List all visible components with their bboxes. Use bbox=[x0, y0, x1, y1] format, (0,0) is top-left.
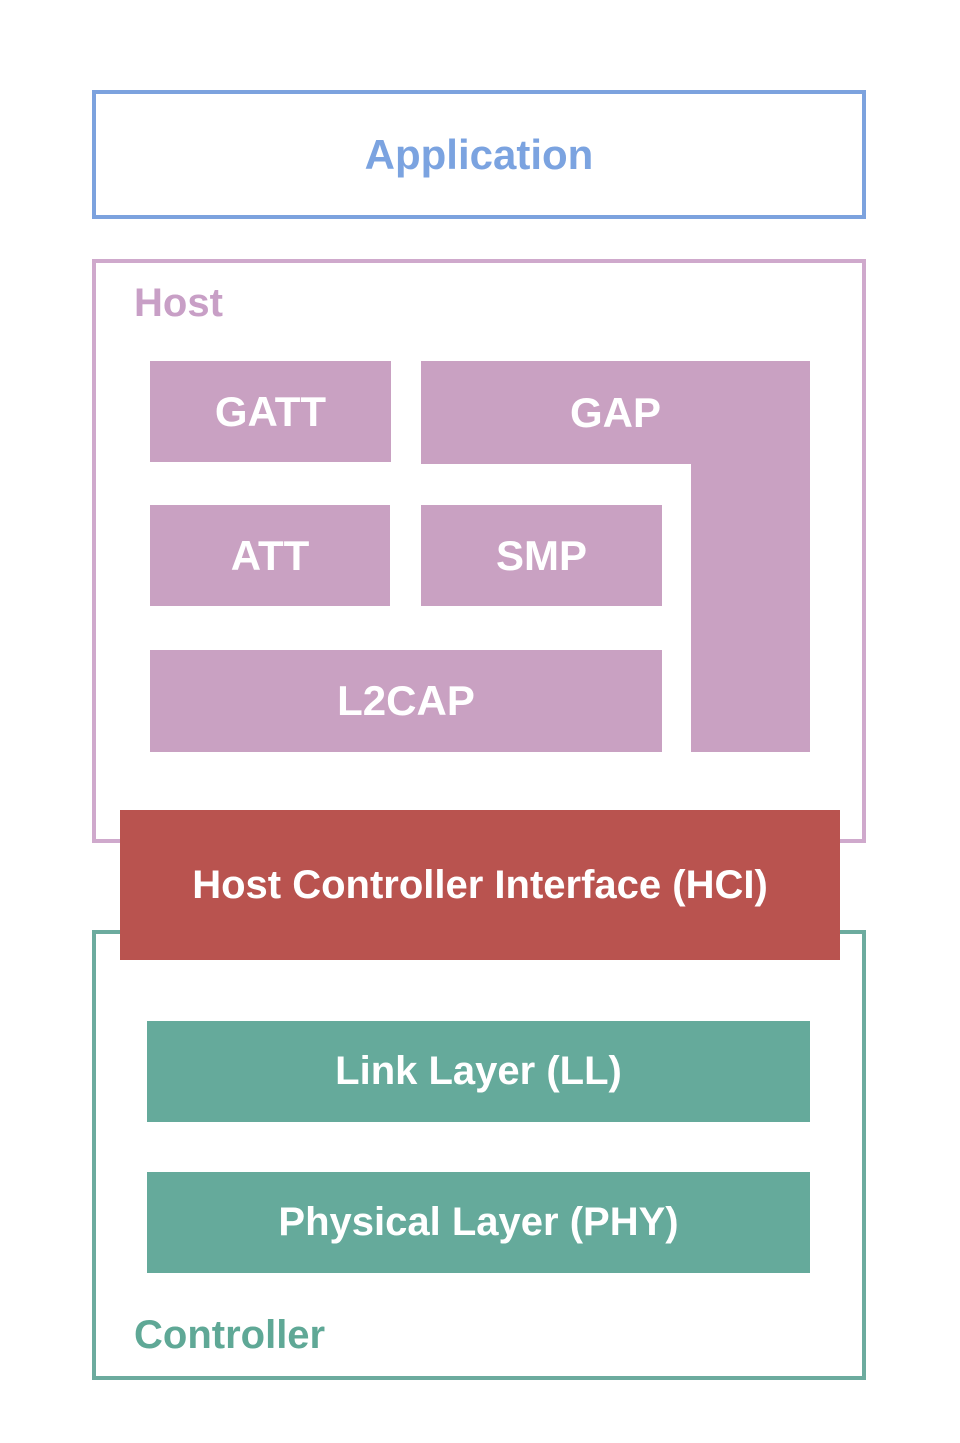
l2cap-block: L2CAP bbox=[150, 650, 662, 752]
host-label: Host bbox=[134, 281, 223, 325]
controller-label: Controller bbox=[134, 1313, 326, 1357]
att-label: ATT bbox=[230, 531, 310, 579]
link-layer-label: Link Layer (LL) bbox=[335, 1049, 622, 1093]
l2cap-label: L2CAP bbox=[337, 677, 475, 724]
application-label: Application bbox=[364, 130, 594, 178]
gatt-label: GATT bbox=[214, 387, 327, 435]
gap-block: GAP bbox=[421, 361, 810, 464]
att-block: ATT bbox=[150, 505, 390, 606]
hci-block: Host Controller Interface (HCI) bbox=[120, 810, 840, 960]
smp-block: SMP bbox=[421, 505, 662, 606]
hci-label: Host Controller Interface (HCI) bbox=[192, 862, 768, 907]
smp-label: SMP bbox=[495, 531, 587, 579]
application-box: Application bbox=[92, 90, 866, 219]
link-layer-block: Link Layer (LL) bbox=[147, 1021, 810, 1122]
gatt-block: GATT bbox=[150, 361, 391, 462]
gap-label: GAP bbox=[569, 388, 661, 436]
physical-layer-label: Physical Layer (PHY) bbox=[278, 1200, 679, 1244]
physical-layer-block: Physical Layer (PHY) bbox=[147, 1172, 810, 1273]
controller-box: Controller bbox=[92, 930, 866, 1380]
